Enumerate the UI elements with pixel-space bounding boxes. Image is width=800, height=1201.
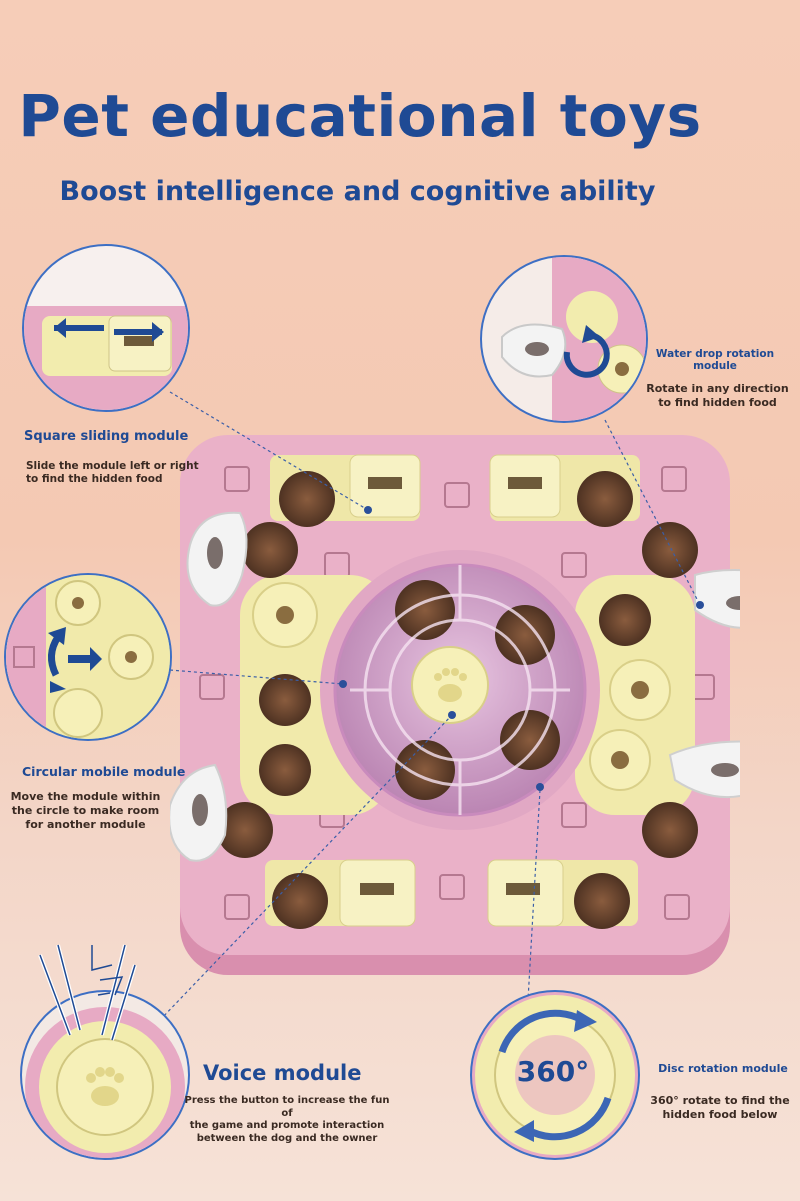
desc-line: Press the button to increase the fun of bbox=[184, 1095, 390, 1119]
desc-line: Slide the module left or right bbox=[26, 460, 199, 472]
title-line: Water drop rotation bbox=[655, 348, 775, 360]
desc-line: the circle to make room bbox=[11, 803, 160, 817]
voice-title: Voice module bbox=[203, 1061, 362, 1085]
title-line: module bbox=[693, 360, 737, 372]
desc-line: Move the module within bbox=[10, 790, 161, 803]
water-drop-desc: Rotate in any direction to find hidden f… bbox=[640, 382, 795, 410]
desc-line: hidden food below bbox=[662, 1107, 778, 1121]
water-drop-zoom bbox=[480, 255, 648, 423]
circular-mobile-title: Circular mobile module bbox=[22, 764, 186, 779]
disc-rotation-desc: 360° rotate to find the hidden food belo… bbox=[645, 1094, 795, 1122]
circular-mobile-desc: Move the module within the circle to mak… bbox=[8, 790, 163, 831]
desc-line: the game and promote interaction bbox=[189, 1120, 385, 1131]
square-sliding-title: Square sliding module bbox=[24, 429, 189, 444]
desc-line: between the dog and the owner bbox=[196, 1132, 378, 1144]
disc-rotation-zoom bbox=[470, 990, 640, 1160]
page-title: Pet educational toys bbox=[18, 82, 702, 150]
desc-line: 360° rotate to find the bbox=[650, 1094, 790, 1107]
desc-line: to find hidden food bbox=[658, 395, 777, 409]
square-sliding-desc: Slide the module left or right to find t… bbox=[26, 460, 199, 486]
water-drop-title: Water drop rotation module bbox=[640, 348, 790, 372]
sound-burst-icon bbox=[38, 944, 137, 1041]
desc-line: Rotate in any direction bbox=[646, 382, 789, 395]
circular-mobile-zoom bbox=[4, 573, 172, 741]
square-sliding-zoom bbox=[22, 244, 190, 412]
desc-line: for another module bbox=[25, 817, 146, 831]
page-subtitle: Boost intelligence and cognitive ability bbox=[59, 176, 656, 207]
desc-line: to find the hidden food bbox=[26, 473, 163, 486]
disc-rotation-title: Disc rotation module bbox=[658, 1062, 788, 1075]
voice-desc: Press the button to increase the fun of … bbox=[182, 1095, 392, 1145]
disc-360-badge: 360° bbox=[516, 1055, 590, 1088]
